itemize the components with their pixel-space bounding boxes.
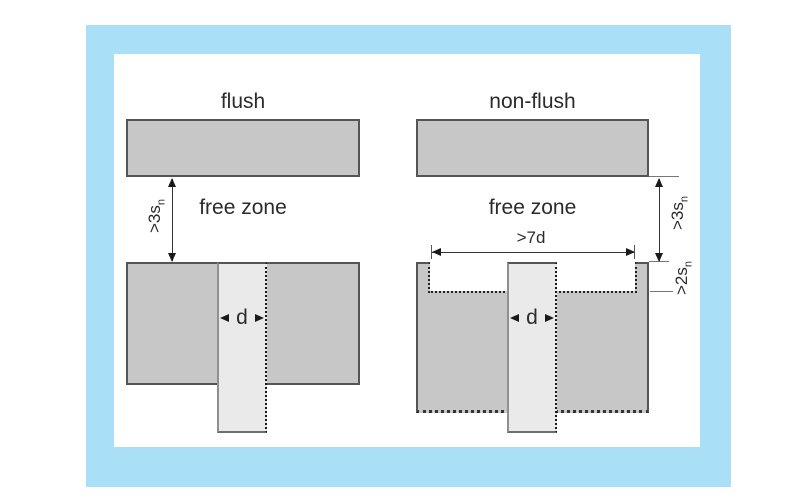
- arrowhead-up-icon: [655, 178, 663, 187]
- recess-depth-dim-label: >2sn: [672, 250, 695, 306]
- diameter-label: d: [236, 306, 248, 329]
- nonflush-title: non-flush: [489, 90, 576, 113]
- flush-target-object: [126, 119, 360, 177]
- flush-title: flush: [220, 90, 266, 113]
- arrowhead-down-icon: [168, 253, 176, 262]
- recess-width-dim-label: >7d: [516, 228, 546, 247]
- arrowhead-right-icon: [626, 248, 635, 256]
- nonflush-clearance-arrow: [655, 178, 665, 262]
- arrowhead-left-icon: [220, 314, 229, 322]
- dim-subscript: n: [682, 260, 695, 268]
- dim-subscript: n: [155, 198, 168, 206]
- nonflush-rim-left: [416, 262, 430, 293]
- flush-diameter-dim: d: [217, 306, 267, 330]
- arrowhead-up-icon: [168, 178, 176, 187]
- arrowhead-right-icon: [545, 314, 554, 322]
- extension-tick-recess-floor: [650, 291, 673, 292]
- dim-text: >3s: [145, 205, 164, 234]
- recess-width-dim-line: [432, 252, 634, 253]
- flush-free-zone-label: free zone: [199, 196, 287, 219]
- nonflush-rim-right: [635, 262, 649, 293]
- arrowhead-down-icon: [655, 253, 663, 262]
- arrowhead-left-icon: [510, 314, 519, 322]
- nonflush-clearance-dim-label: >3sn: [668, 188, 691, 238]
- flush-clearance-arrow: [168, 178, 178, 262]
- dimension-line: [172, 179, 173, 261]
- arrowhead-right-icon: [255, 314, 264, 322]
- dim-text: >2s: [672, 267, 691, 296]
- nonflush-free-zone-label: free zone: [488, 196, 577, 219]
- flush-clearance-dim-label: >3sn: [145, 191, 168, 241]
- arrowhead-left-icon: [432, 248, 441, 256]
- diameter-label: d: [526, 306, 538, 329]
- nonflush-target-object: [416, 119, 649, 177]
- nonflush-diameter-dim: d: [507, 306, 557, 330]
- extension-tick-object-bottom: [649, 176, 679, 177]
- dimension-line: [659, 179, 660, 261]
- nonflush-sensor: [507, 262, 557, 433]
- extension-tick-left: [431, 245, 432, 259]
- dim-subscript: n: [678, 195, 691, 203]
- dim-text: >3s: [668, 202, 687, 231]
- flush-sensor: [217, 262, 267, 433]
